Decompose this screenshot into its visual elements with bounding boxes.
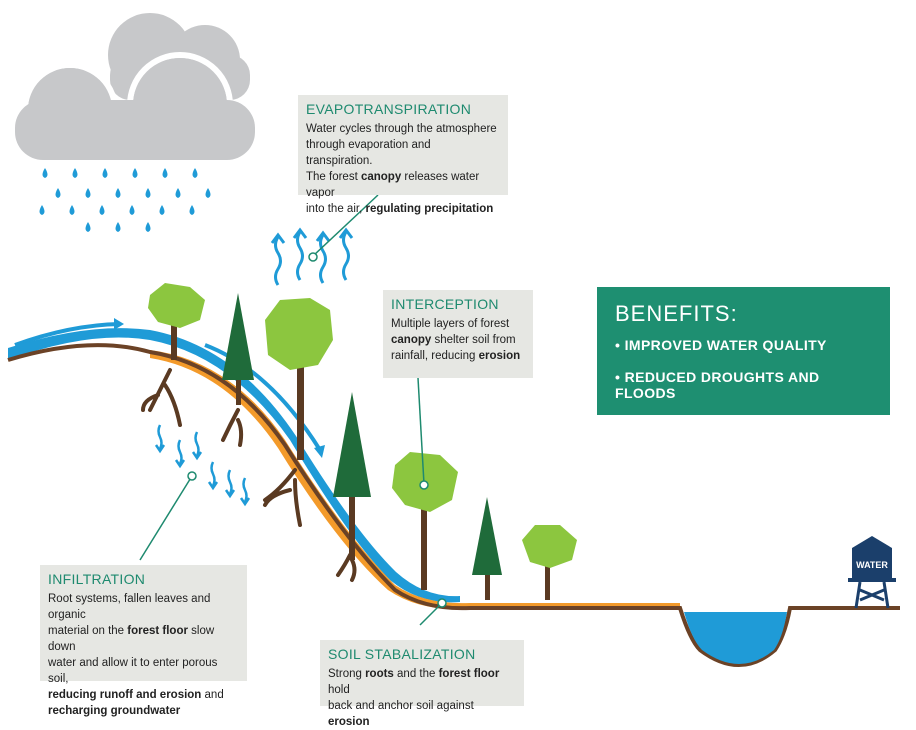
soil-stabilization-line-1: Strong roots and the forest floor hold <box>328 666 516 698</box>
tree-4-icon <box>522 525 577 600</box>
soil-stabilization-callout: SOIL STABALIZATION Strong roots and the … <box>320 640 524 706</box>
evapotranspiration-line-2: through evaporation and transpiration. <box>306 137 500 169</box>
infiltration-line-1: Root systems, fallen leaves and organic <box>48 591 239 623</box>
evapotranspiration-line-4: into the air, regulating precipitation <box>306 201 500 217</box>
benefit-item: • REDUCED DROUGHTS AND FLOODS <box>615 369 872 401</box>
soil-stabilization-line-2: back and anchor soil against erosion <box>328 698 516 730</box>
infiltration-arrows-icon <box>156 425 249 504</box>
soil-stabilization-title: SOIL STABALIZATION <box>328 646 516 663</box>
pond <box>684 612 787 664</box>
infiltration-line-4: reducing runoff and erosion and <box>48 687 239 703</box>
evapotranspiration-line-3: The forest canopy releases water vapor <box>306 169 500 201</box>
cloud-icon <box>15 13 255 160</box>
pine-tree-3-icon <box>472 497 502 600</box>
infiltration-line-2: material on the forest floor slow down <box>48 623 239 655</box>
interception-line-3: rainfall, reducing erosion <box>391 348 525 364</box>
raindrops-icon <box>40 168 211 232</box>
interception-callout: INTERCEPTION Multiple layers of forest c… <box>383 290 533 378</box>
water-tower-label: WATER <box>856 560 888 570</box>
water-tower-icon: WATER <box>848 536 896 608</box>
infiltration-line-5: recharging groundwater <box>48 703 239 719</box>
benefits-title: BENEFITS: <box>615 301 872 327</box>
interception-line-1: Multiple layers of forest <box>391 316 525 332</box>
evapotranspiration-callout: EVAPOTRANSPIRATION Water cycles through … <box>298 95 508 195</box>
interception-line-2: canopy shelter soil from <box>391 332 525 348</box>
benefits-panel: BENEFITS: • IMPROVED WATER QUALITY • RED… <box>597 287 890 415</box>
evapotranspiration-title: EVAPOTRANSPIRATION <box>306 101 500 118</box>
benefit-item: • IMPROVED WATER QUALITY <box>615 337 872 353</box>
infiltration-title: INFILTRATION <box>48 571 239 588</box>
evapotranspiration-line-1: Water cycles through the atmosphere <box>306 121 500 137</box>
tree-3-icon <box>392 452 458 590</box>
infiltration-callout: INFILTRATION Root systems, fallen leaves… <box>40 565 247 681</box>
interception-title: INTERCEPTION <box>391 296 525 313</box>
infiltration-line-3: water and allow it to enter porous soil, <box>48 655 239 687</box>
